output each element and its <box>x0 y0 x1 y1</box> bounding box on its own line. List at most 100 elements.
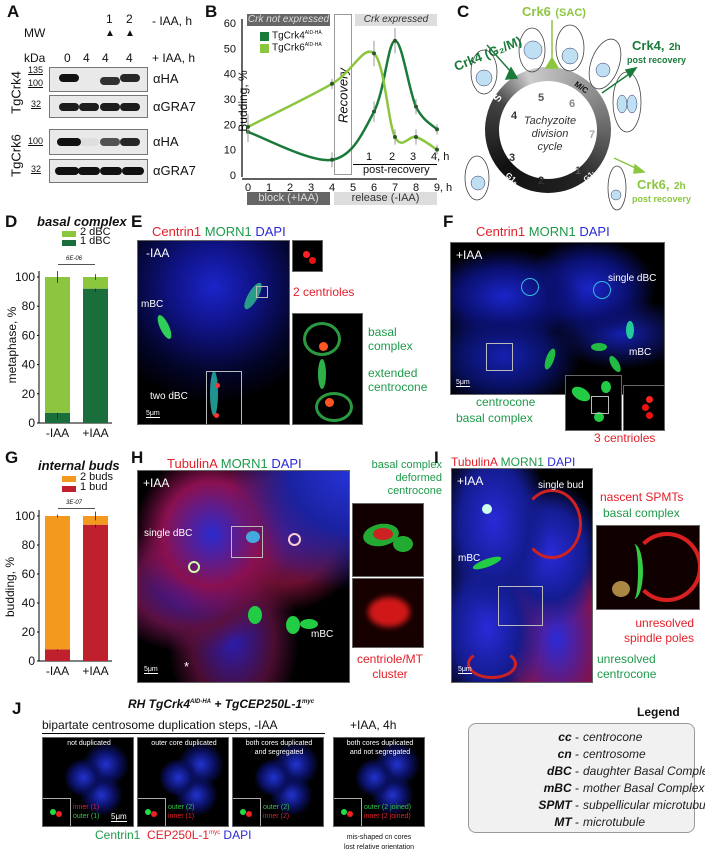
panel-label-c: C <box>457 2 470 21</box>
inset-box <box>256 286 268 298</box>
dbc-signal <box>593 281 611 299</box>
bar-segment-1-bud <box>45 649 70 661</box>
time-text: 2h <box>668 42 681 53</box>
x-tick-label: +IAA <box>82 426 108 440</box>
y-tick-label: 100 <box>15 509 35 523</box>
panel-label-f: F <box>443 212 454 231</box>
legend-abbr: mBC <box>543 781 572 795</box>
mbc-label: mBC <box>311 629 334 640</box>
y-tick-label: 0 <box>28 654 35 668</box>
stain-centrin: Centrin1 <box>152 224 202 239</box>
inset-centrocone-f <box>565 375 622 431</box>
single-dbc-label: single dBC <box>144 528 193 539</box>
legend-row: MT - <box>554 815 579 829</box>
panel-label-g: G <box>5 448 19 467</box>
mw-marker: 135 <box>28 65 44 75</box>
scale-bar: 5μm <box>146 410 160 418</box>
x-tick-label: 7 <box>392 182 398 194</box>
basal-complex-label-i: basal complex <box>603 506 680 520</box>
release-band: release (-IAA) <box>334 192 437 205</box>
basal-complex-ring <box>303 322 341 356</box>
micrograph-f: +IAA single dBC mBC 5μm <box>450 242 665 395</box>
data-point <box>435 147 439 152</box>
minus-iaa-label: - IAA, h <box>152 14 193 28</box>
nascent-spmts-label: nascent SPMTs <box>600 490 684 504</box>
series-name-sup: AID-HA <box>304 42 322 48</box>
x-tick-label: 3 <box>308 182 314 194</box>
bud-signal <box>522 489 582 559</box>
panel-label-d: D <box>5 212 18 231</box>
crk6-name: Crk6, <box>637 177 670 192</box>
y-tick-label: 80 <box>22 299 36 313</box>
inset-basal-complex-e <box>292 313 363 425</box>
lane-label: 0 <box>64 51 71 65</box>
dbc-signal <box>288 533 301 546</box>
legend-swatch-1bud <box>62 486 76 492</box>
single-dbc-label: single dBC <box>608 273 657 284</box>
legend-label-crk6: TgCrk6AID-HA <box>272 42 322 53</box>
centrocone-signal <box>318 359 326 389</box>
blot-band <box>59 102 79 111</box>
inset-centrioles-f <box>623 385 665 431</box>
crk6-name: Crk6 <box>522 4 551 19</box>
mbc-label: mBC <box>629 347 652 358</box>
panel-j-iaa-title: +IAA, 4h <box>350 718 397 732</box>
stain-morn1: MORN1 <box>500 455 544 469</box>
cycle-number: 1 <box>575 165 582 177</box>
stain-legend-j: Centrin1 CEP250L-1myc DAPI <box>95 828 251 842</box>
inset-box <box>486 343 513 371</box>
dbc-signal <box>246 531 260 543</box>
scale-bar: 5μm <box>458 666 472 674</box>
core-count-label: outer (2) <box>168 804 195 811</box>
data-point <box>435 127 439 132</box>
dbc-signal <box>188 561 200 573</box>
blot-band <box>57 138 81 146</box>
significance-bar <box>58 508 95 509</box>
title-part: RH TgCrk4 <box>128 697 191 711</box>
stain-cep250-sup: myc <box>209 830 221 836</box>
x-tick-label: -IAA <box>46 426 69 440</box>
inset-basal-complex-h <box>352 503 424 577</box>
stain-centrin: Centrin1 <box>476 224 526 239</box>
block-band: block (+IAA) <box>247 192 330 205</box>
inset-zoom <box>43 798 71 826</box>
stain-dapi: DAPI <box>223 828 252 842</box>
legend-row: mBC - <box>543 781 579 795</box>
centriole-signal <box>646 396 653 403</box>
x-tick-label: 0 <box>245 182 251 194</box>
bud-signal <box>467 649 517 679</box>
y-tick-label: 40 <box>22 596 36 610</box>
cycle-text: division <box>531 128 569 140</box>
legend-abbr: cn <box>557 747 572 761</box>
legend-row: cn - <box>557 747 579 761</box>
label-line: deformed <box>395 472 442 484</box>
x-tick-label: 4 <box>329 182 335 194</box>
x-tick-label: 8 <box>413 182 419 194</box>
post-recovery-line <box>353 164 437 165</box>
crk4-name: Crk4, <box>632 38 665 53</box>
panel-label-b: B <box>205 2 218 21</box>
y-tick-label: 20 <box>22 625 36 639</box>
crk6-sac-text: (SAC) <box>555 7 586 19</box>
mt-cluster-signal <box>368 597 410 627</box>
inset-box <box>591 396 609 414</box>
mbc-signal <box>248 606 262 624</box>
core-count-label: outer (2) <box>263 804 290 811</box>
centriole-signal <box>214 413 219 418</box>
mbc-label: mBC <box>458 553 481 564</box>
mw-marker: 32 <box>31 99 42 109</box>
significance-bar <box>58 264 95 265</box>
inset-box <box>498 586 543 626</box>
antibody-label: αHA <box>153 71 179 86</box>
sub-text: post recovery <box>632 194 692 204</box>
micrograph-header: and segregated <box>254 749 304 756</box>
y-tick-label: 60 <box>224 18 236 30</box>
label-line: basal complex <box>371 459 442 471</box>
plus-iaa-label: + IAA, h <box>152 51 196 65</box>
